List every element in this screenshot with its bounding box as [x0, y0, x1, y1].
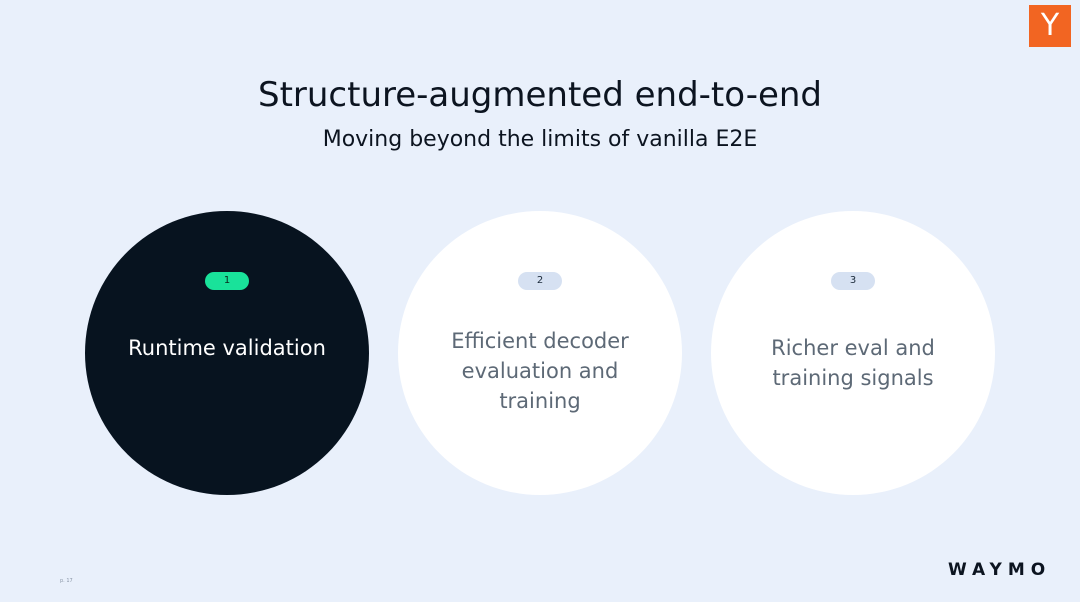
step-number-badge-2: 2 — [518, 272, 562, 290]
step-circle-1: 1 Runtime validation — [85, 211, 369, 495]
step-label-2: Efficient decoder evaluation and trainin… — [451, 329, 629, 413]
y-logo-letter: Y — [1040, 8, 1060, 43]
slide-subtitle: Moving beyond the limits of vanilla E2E — [322, 127, 758, 152]
step-circle-2: 2 Efficient decoder evaluation and train… — [398, 211, 682, 495]
y-logo: Y — [1029, 5, 1071, 47]
slide-title: Structure-augmented end-to-end — [257, 75, 823, 115]
step-number-badge-3: 3 — [831, 272, 875, 290]
step-label-3: Richer eval and training signals — [771, 336, 935, 390]
step-circle-3: 3 Richer eval and training signals — [711, 211, 995, 495]
page-number: p. 17 — [60, 578, 73, 584]
step-label-1: Runtime validation — [128, 336, 326, 360]
waymo-logo: WAYMO — [948, 560, 1052, 580]
step-number-badge-1: 1 — [205, 272, 249, 290]
